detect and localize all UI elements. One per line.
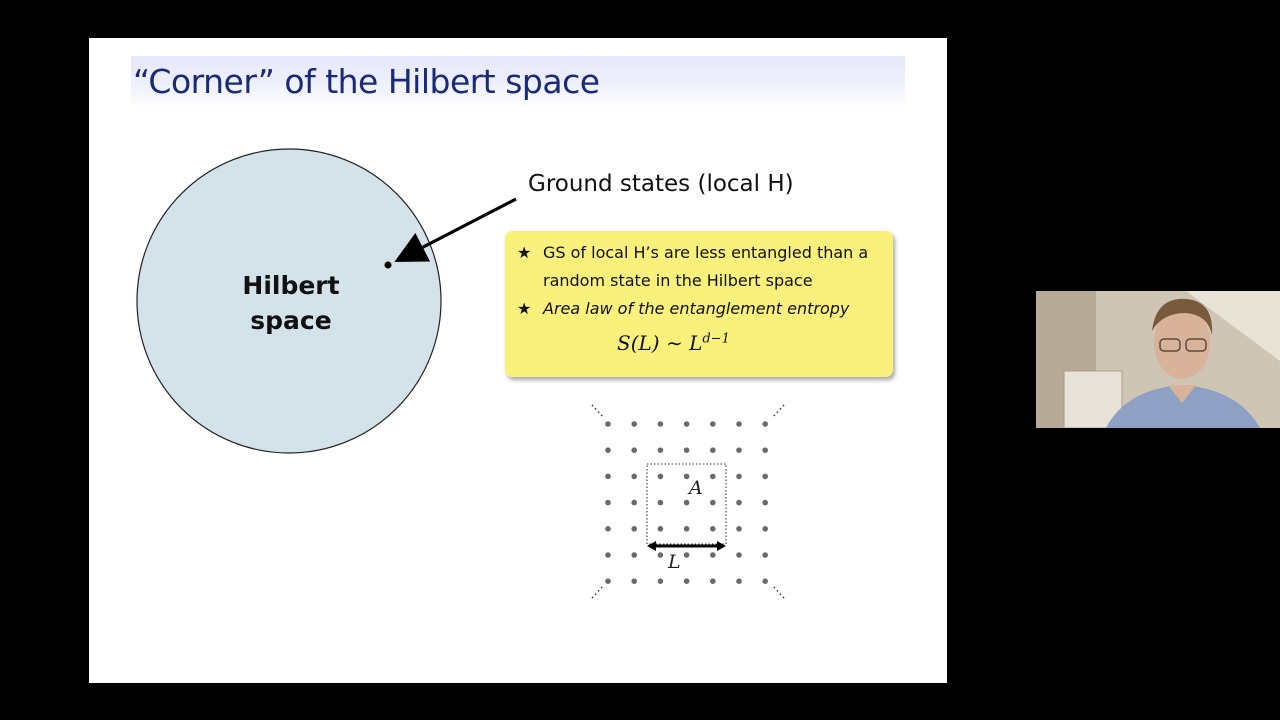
lattice-site <box>631 578 637 584</box>
lattice-site <box>762 552 768 558</box>
formula-exponent: d−1 <box>702 331 730 347</box>
region-a-label: A <box>689 477 703 499</box>
pointer-arrow-icon <box>394 197 517 262</box>
lattice-site <box>657 447 664 454</box>
presenter-image <box>1036 291 1280 428</box>
lattice-site <box>631 499 637 506</box>
lattice-site <box>605 499 611 506</box>
region-a-box <box>646 463 727 545</box>
lattice-site <box>631 552 637 558</box>
slide-title: “Corner” of the Hilbert space <box>133 62 600 101</box>
lattice-site <box>736 473 742 480</box>
ellipsis-dots <box>591 584 605 599</box>
lattice-site <box>736 447 742 454</box>
lattice-site <box>605 473 611 480</box>
lattice-site <box>657 552 664 558</box>
lattice-site <box>762 578 768 584</box>
lattice-site <box>710 499 716 506</box>
lattice-site <box>605 447 611 454</box>
lattice-site <box>710 421 716 427</box>
lattice-site <box>605 421 611 427</box>
lattice-site <box>657 421 664 427</box>
lattice-site <box>683 499 690 506</box>
lattice-site <box>710 526 716 532</box>
ground-states-label: Ground states (local H) <box>528 171 794 197</box>
hilbert-diagram <box>136 148 517 454</box>
lattice-site <box>736 499 742 506</box>
bullet-text: GS of local H’s are less entangled than … <box>543 243 869 290</box>
lattice-site <box>605 552 611 558</box>
length-l-label: L <box>668 551 681 573</box>
lattice-diagram <box>591 404 785 599</box>
lattice-site <box>762 473 768 480</box>
lattice-site <box>657 473 664 480</box>
lattice-site <box>631 526 637 532</box>
lattice-site <box>631 421 637 427</box>
ellipsis-dots <box>771 404 785 419</box>
star-icon: ★ <box>517 243 532 262</box>
lattice-site <box>605 578 611 584</box>
lattice-site <box>710 473 716 480</box>
highlight-box: ★ GS of local H’s are less entangled tha… <box>505 231 893 377</box>
lattice-site <box>710 447 716 454</box>
lattice-site <box>657 526 664 532</box>
lattice-site <box>631 473 637 480</box>
lattice-site <box>736 578 742 584</box>
lattice-site <box>683 578 690 584</box>
title-band <box>131 56 905 108</box>
ellipsis-dots <box>771 584 785 599</box>
lattice-site <box>736 526 742 532</box>
lattice-site <box>657 499 664 506</box>
lattice-site <box>683 552 690 558</box>
lattice-site <box>736 552 742 558</box>
slide: “Corner” of the Hilbert space Hilbert sp… <box>89 38 947 683</box>
bullet-text: Area law of the entanglement entropy <box>543 299 850 318</box>
lattice-site <box>762 526 768 532</box>
lattice-site <box>683 526 690 532</box>
lattice-site <box>710 578 716 584</box>
lattice-site <box>762 447 768 454</box>
lattice-site <box>605 526 611 532</box>
formula-lhs: S(L) <box>617 331 660 355</box>
ellipsis-dots <box>591 404 605 419</box>
star-icon: ★ <box>517 299 532 318</box>
lattice-site <box>710 552 716 558</box>
hilbert-label-line1: Hilbert <box>242 271 340 300</box>
lattice-site <box>657 578 664 584</box>
lattice-site <box>683 447 690 454</box>
hilbert-space-circle <box>136 148 442 454</box>
presenter-video-feed <box>1036 291 1280 428</box>
lattice-site <box>683 421 690 427</box>
area-law-formula: S(L) ∼ Ld−1 <box>617 331 730 355</box>
lattice-site <box>762 499 768 506</box>
hilbert-space-label: Hilbert space <box>211 268 371 338</box>
lattice-site <box>683 473 690 480</box>
hilbert-label-line2: space <box>250 306 332 335</box>
lattice-site <box>631 447 637 454</box>
lattice-site <box>736 421 742 427</box>
lattice-site <box>762 421 768 427</box>
formula-base: L <box>689 331 703 355</box>
formula-relation: ∼ <box>665 331 683 355</box>
ground-state-point <box>384 261 392 269</box>
